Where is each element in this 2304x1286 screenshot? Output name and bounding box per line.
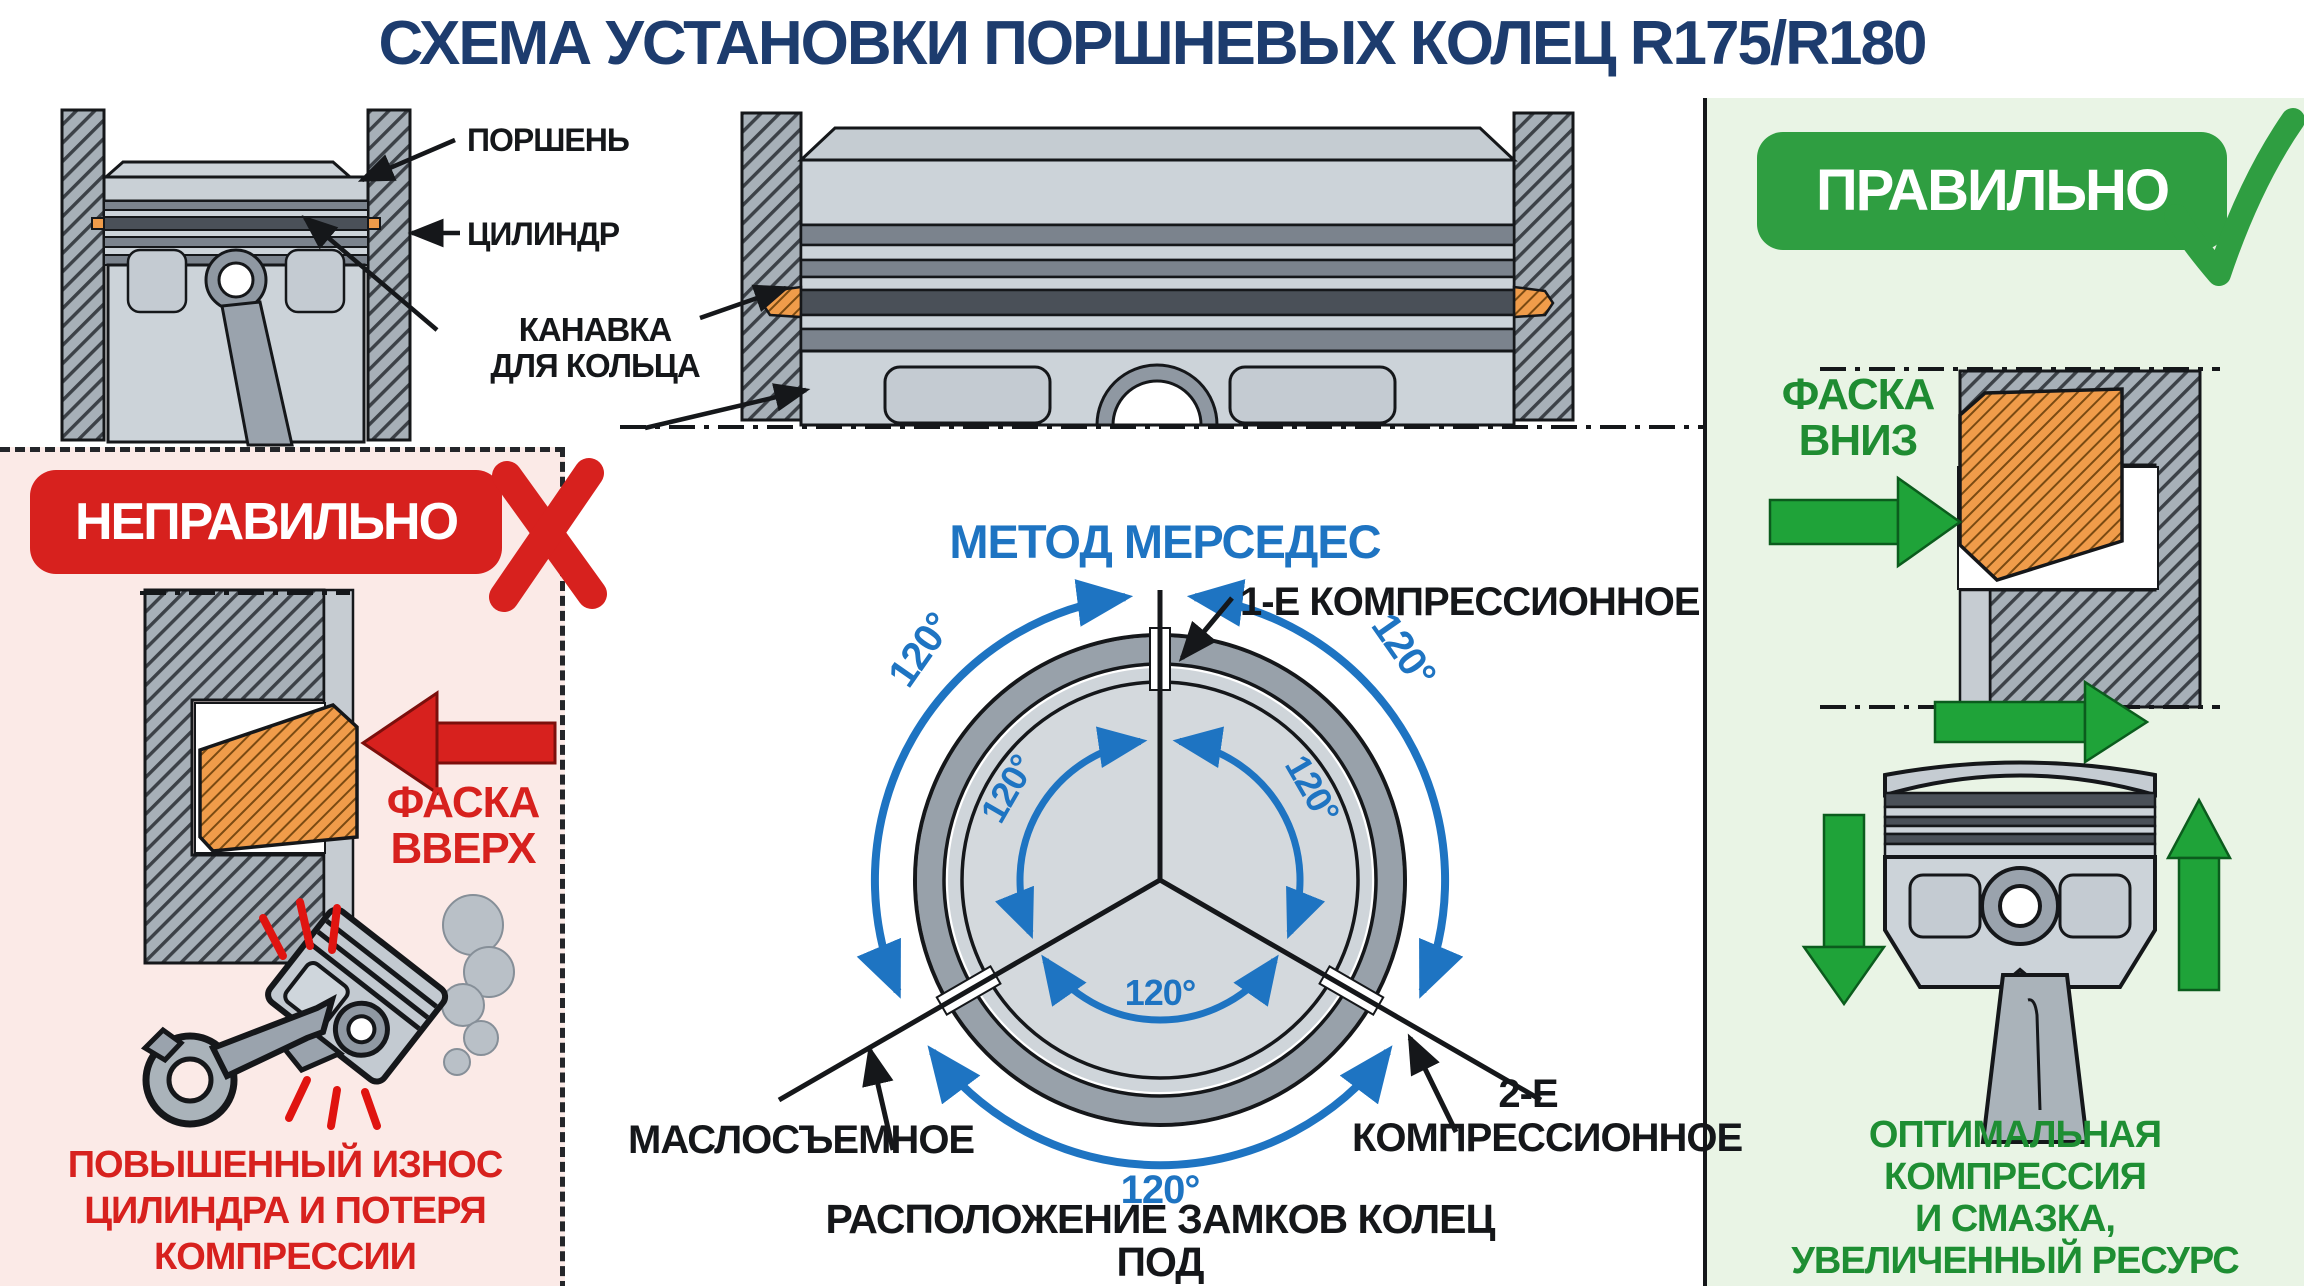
angle-label-inner-bottom: 120°	[1124, 972, 1196, 1013]
ring-gap-orange-left	[91, 217, 105, 230]
mercedes-method-title: МЕТОД МЕРСЕДЕС	[949, 515, 1381, 568]
inner-angle-arcs	[995, 726, 1325, 1024]
page-title: СХЕМА УСТАНОВКИ ПОРШНЕВЫХ КОЛЕЦ R175/R18…	[378, 9, 1928, 78]
chamfer-down-detail	[1768, 367, 2220, 709]
connecting-rod	[1980, 973, 2090, 1144]
piston-motion-diagram	[1801, 679, 2233, 1144]
skirt-window-right	[1228, 365, 1397, 425]
cylinder-wall-right	[366, 108, 412, 442]
piston-in-cylinder-diagram	[60, 108, 412, 447]
second-compression-label: 2-Е КОМПРЕССИОННОЕ	[1352, 1072, 1743, 1160]
ring-chamfer-down	[1958, 387, 2124, 582]
red-arrow-left-icon	[360, 690, 557, 796]
broken-connecting-rod	[140, 994, 337, 1128]
label-arrows	[862, 596, 1459, 1151]
ring-orange-right	[1512, 285, 1555, 319]
groove-label: КАНАВКА ДЛЯ КОЛЬЦА	[490, 311, 700, 384]
cylinder-label: ЦИЛИНДР	[467, 216, 620, 252]
skirt-window-right	[284, 248, 346, 314]
mercedes-caption: РАСПОЛОЖЕНИЕ ЗАМКОВ КОЛЕЦ ПОД УГЛОМ 120 …	[825, 1196, 1496, 1286]
cylinder-wall-left	[60, 108, 106, 442]
smoke-icon	[441, 894, 515, 1076]
ring-gap-orange-right	[367, 217, 381, 230]
piston-crosssection-large	[620, 111, 1705, 429]
outer-angle-arcs	[856, 579, 1464, 1170]
connecting-rod	[220, 300, 294, 447]
correct-badge: ПРАВИЛЬНО	[1757, 132, 2227, 250]
chamfer-up-label: ФАСКА ВВЕРХ	[386, 778, 541, 873]
correct-result-text: ОПТИМАЛЬНАЯ КОМПРЕССИЯ И СМАЗКА, УВЕЛИЧЕ…	[1791, 1114, 2240, 1282]
chamfer-down-label: ФАСКА ВНИЗ	[1781, 370, 1936, 465]
pin-arch-inner	[1111, 379, 1203, 427]
skirt-window-left	[883, 365, 1052, 425]
green-arrow-up-icon	[2165, 797, 2233, 992]
mercedes-ring-diagram	[777, 579, 1543, 1170]
angle-label-outer-bottom: 120°	[1120, 1168, 1201, 1212]
green-arrow-down-icon	[1801, 813, 1887, 1007]
wrong-badge: НЕПРАВИЛЬНО	[30, 470, 502, 574]
piston-label: ПОРШЕНЬ	[467, 122, 630, 158]
oil-ring-label: МАСЛОСЪЕМНОЕ	[628, 1118, 975, 1162]
broken-piston-illustration	[140, 894, 515, 1130]
ring-chamfer-up	[198, 703, 359, 853]
green-arrow-top-icon	[1933, 679, 2150, 765]
impact-lines-icon	[259, 898, 381, 1130]
first-compression-label: 1-Е КОМПРЕССИОННОЕ	[1240, 580, 1701, 624]
green-arrow-right-icon	[1768, 475, 1963, 569]
skirt-window-left	[126, 248, 188, 314]
piston-crown	[1883, 760, 2157, 798]
wrong-result-text: ПОВЫШЕННЫЙ ИЗНОС ЦИЛИНДРА И ПОТЕРЯ КОМПР…	[67, 1144, 504, 1278]
cylinder-wall-left	[740, 111, 803, 422]
chamfer-up-detail	[140, 588, 557, 965]
cylinder-wall-right	[1512, 111, 1575, 422]
